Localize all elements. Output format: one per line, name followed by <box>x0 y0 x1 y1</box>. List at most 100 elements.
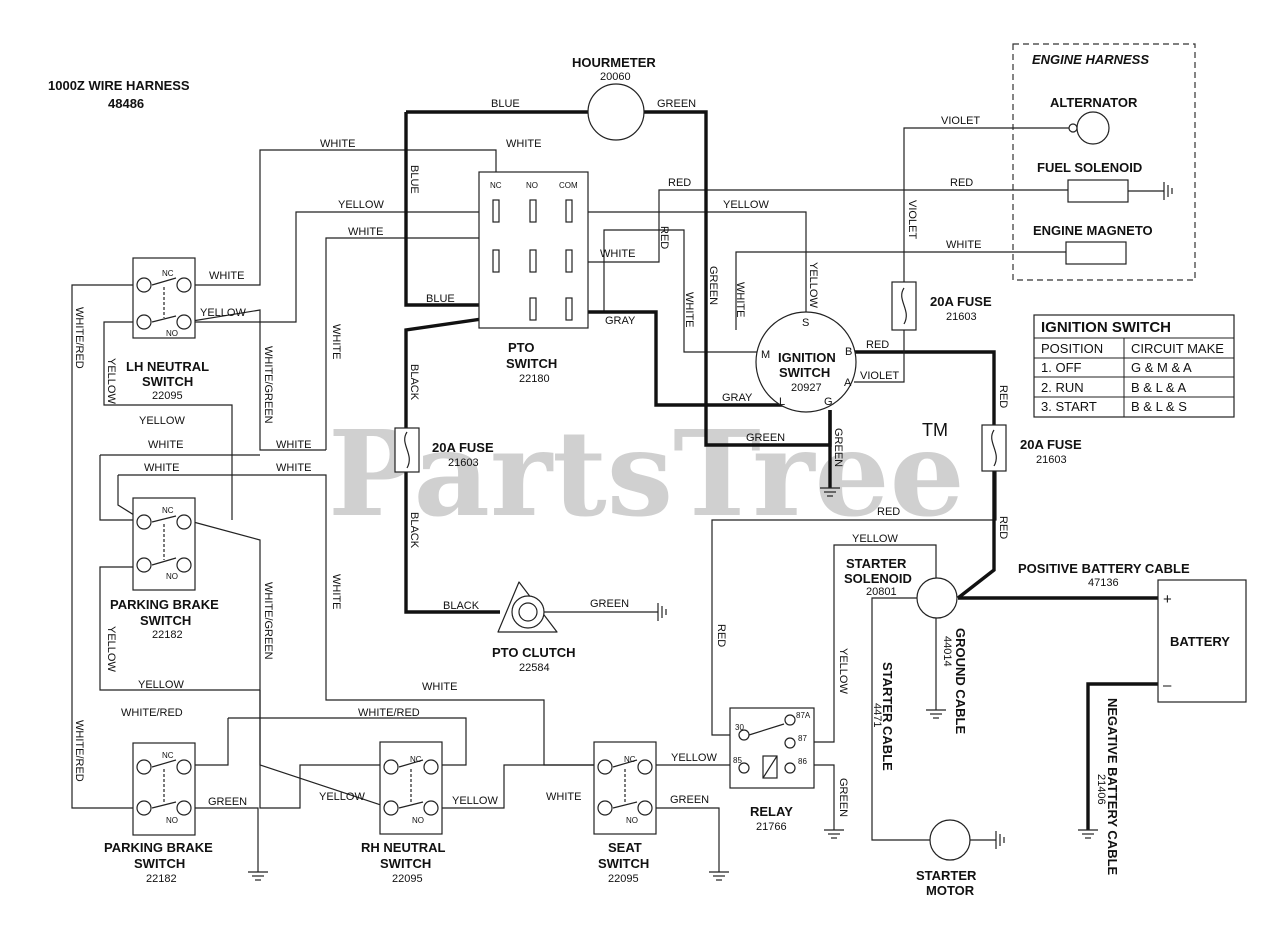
pto-clutch: PTO CLUTCH 22584 <box>492 581 576 674</box>
pb1-nc: NC <box>162 506 174 515</box>
pto-clutch-label: PTO CLUTCH <box>492 645 576 660</box>
alternator-symbol <box>1076 111 1110 145</box>
fuse-top-number: 21603 <box>946 311 977 323</box>
relay-87a: 87A <box>796 711 811 720</box>
ignition-switch-table: IGNITION SWITCH POSITION CIRCUIT MAKE 1.… <box>1033 314 1235 418</box>
ground-icon <box>1128 182 1173 200</box>
ignition-table-header: POSITION <box>1041 341 1103 356</box>
wire-label: YELLOW <box>723 199 769 211</box>
harness-title: 1000Z WIRE HARNESS <box>48 78 190 93</box>
wire-label: WHITE <box>209 270 244 282</box>
ignition-table-cell: B & L & A <box>1131 380 1186 395</box>
ignition-table-cell: G & M & A <box>1131 360 1192 375</box>
relay: 30 87A 87 85 86 RELAY 21766 <box>729 707 815 833</box>
hourmeter: HOURMETER 20060 <box>572 55 656 141</box>
wire-label: YELLOW <box>452 795 498 807</box>
relay-87: 87 <box>798 734 807 743</box>
wire-label: WHITE <box>330 574 342 609</box>
wire-label: WHITE/GREEN <box>262 582 274 660</box>
wire-label: YELLOW <box>200 307 246 319</box>
wire-label: RED <box>950 177 973 189</box>
fuse-left-label: 20A FUSE <box>432 440 494 455</box>
wire-label: RED <box>997 385 1009 408</box>
wire-label: GREEN <box>832 428 844 467</box>
watermark: PartsTree <box>328 404 965 543</box>
parking-brake-switch-2: NC NO PARKING BRAKE SWITCH 22182 <box>104 742 213 885</box>
fuse-left-number: 21603 <box>448 457 479 469</box>
rh-neutral-switch: NC NO RH NEUTRAL SWITCH 22095 <box>361 741 446 885</box>
fuse-right: 20A FUSE 21603 <box>981 424 1082 472</box>
engine-magneto-symbol <box>1065 241 1127 265</box>
relay-86: 86 <box>798 757 807 766</box>
ignition-l: L <box>779 396 785 408</box>
wire-label: BLUE <box>491 98 520 110</box>
relay-30: 30 <box>735 723 744 732</box>
ignition-label-2: SWITCH <box>779 365 830 380</box>
lh-neutral-label-2: SWITCH <box>142 374 193 389</box>
wire-label: BLACK <box>443 600 480 612</box>
seat-no: NO <box>626 816 638 825</box>
positive-cable-label: POSITIVE BATTERY CABLE <box>1018 561 1190 576</box>
alternator-label: ALTERNATOR <box>1050 95 1138 110</box>
pto-switch-number: 22180 <box>519 373 550 385</box>
ignition-table-cell: 1. OFF <box>1041 360 1082 375</box>
watermark-tm: TM <box>922 420 948 440</box>
wire-label: YELLOW <box>138 679 184 691</box>
starter-motor: STARTER MOTOR <box>916 819 977 898</box>
wire-label: WHITE <box>422 681 457 693</box>
ignition-table-cell: B & L & S <box>1131 399 1187 414</box>
lh-nc: NC <box>162 269 174 278</box>
wire-label: YELLOW <box>105 358 117 404</box>
wire-label: YELLOW <box>852 533 898 545</box>
wire-label: WHITE/GREEN <box>262 346 274 424</box>
seat-label-1: SEAT <box>608 840 642 855</box>
wire-label: WHITE <box>683 292 695 327</box>
harness-number: 48486 <box>108 96 144 111</box>
wire-label: RED <box>658 226 670 249</box>
wire-label: GREEN <box>707 266 719 305</box>
relay-label: RELAY <box>750 804 793 819</box>
ground-cable-label: GROUND CABLE <box>953 628 968 734</box>
fuse-top: 20A FUSE 21603 <box>891 281 992 331</box>
wire-label: BLACK <box>408 512 420 549</box>
seat-label-2: SWITCH <box>598 856 649 871</box>
solenoid-number: 20801 <box>866 586 897 598</box>
wire-label: GREEN <box>657 98 696 110</box>
wire-label: RED <box>715 624 727 647</box>
starter-solenoid: STARTER SOLENOID 20801 <box>844 556 958 619</box>
wire-label: GREEN <box>670 794 709 806</box>
wire-label: VIOLET <box>906 200 918 239</box>
starter-motor-label-2: MOTOR <box>926 883 975 898</box>
rh-label-1: RH NEUTRAL <box>361 840 446 855</box>
fuse-right-label: 20A FUSE <box>1020 437 1082 452</box>
wire-label: WHITE <box>276 462 311 474</box>
pb2-nc: NC <box>162 751 174 760</box>
pto-com-label: COM <box>559 181 578 190</box>
seat-switch: NC NO SEAT SWITCH 22095 <box>593 741 657 885</box>
fuel-solenoid-symbol <box>1067 179 1129 203</box>
ground-cable-number: 44014 <box>941 636 953 667</box>
ground-icon <box>970 831 1005 849</box>
hourmeter-number: 20060 <box>600 71 631 83</box>
wire-label: YELLOW <box>319 791 365 803</box>
seat-nc: NC <box>624 755 636 764</box>
wire-label: YELLOW <box>807 262 819 308</box>
wire-label: GREEN <box>208 796 247 808</box>
lh-no: NO <box>166 329 178 338</box>
wire-label: RED <box>668 177 691 189</box>
ignition-table-cell: 2. RUN <box>1041 380 1084 395</box>
wire-label: WHITE/RED <box>121 707 183 719</box>
ignition-a: A <box>844 377 852 389</box>
ignition-b: B <box>845 346 852 358</box>
seat-number: 22095 <box>608 873 639 885</box>
violet-a-wire <box>854 330 905 383</box>
starter-motor-label-1: STARTER <box>916 868 977 883</box>
wire-label: GRAY <box>722 392 753 404</box>
ignition-table-title: IGNITION SWITCH <box>1041 319 1171 336</box>
engine-harness-title: ENGINE HARNESS <box>1032 52 1149 67</box>
wire-label: WHITE/RED <box>73 720 85 782</box>
wire-label: RED <box>877 506 900 518</box>
rh-number: 22095 <box>392 873 423 885</box>
wire-label: WHITE <box>600 248 635 260</box>
